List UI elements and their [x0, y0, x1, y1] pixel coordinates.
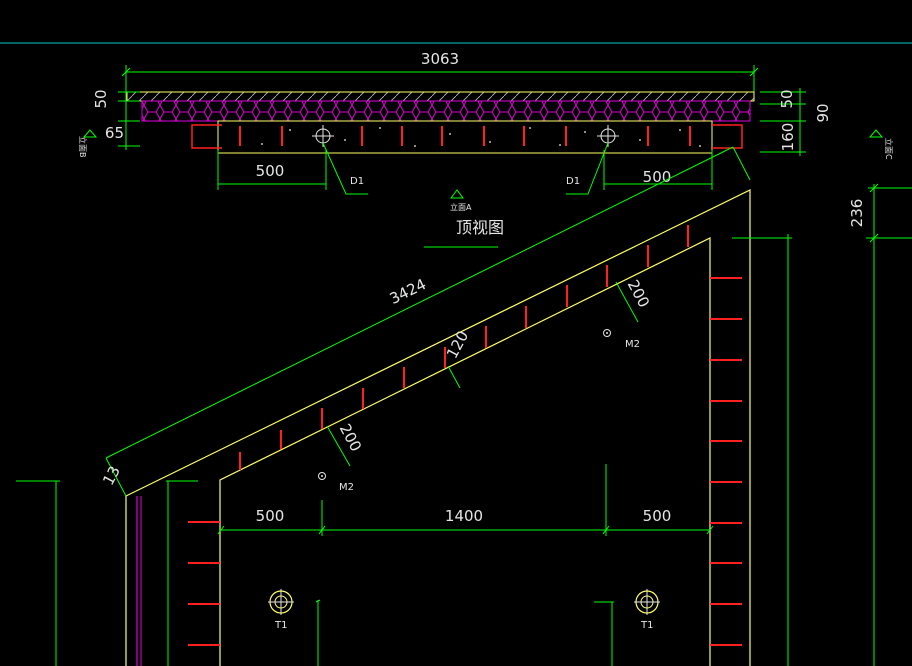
slope-rebar-ticks [239, 225, 689, 470]
left-thickness-dims [118, 90, 140, 150]
view-marker-icon [450, 189, 464, 199]
left-section-marker-icon [82, 129, 98, 138]
left-rebar-bracket [191, 124, 222, 149]
t1-right-label: T1 [640, 620, 653, 631]
section-offset-dims [217, 150, 713, 190]
t1-marker-left [268, 589, 294, 615]
m2-lower-label: M2 [339, 482, 354, 493]
plan-inner-outline [219, 237, 711, 666]
slope-length-label: 3424 [387, 275, 429, 308]
t1-left-label: T1 [274, 620, 287, 631]
plan-bottom-dims [217, 464, 714, 536]
drawing-title: 顶视图 [456, 218, 504, 237]
section-left-offset: 500 [256, 162, 285, 180]
bottom-middle-dim: 1400 [445, 507, 483, 525]
d1-left-label: D1 [350, 176, 364, 187]
right-wall-rebar-ticks [710, 277, 742, 646]
t1-marker-right [634, 589, 660, 615]
right-thickness-dims [760, 88, 806, 156]
overall-width-label: 3063 [421, 50, 459, 68]
anchor-d1-left [312, 125, 368, 195]
right-rebar-bracket [712, 124, 743, 149]
view-marker-label: 立面A [450, 202, 472, 212]
d1-right-label: D1 [566, 176, 580, 187]
plan-view: 3424 13 200 120 200 [16, 146, 912, 666]
left-wall-rebar-ticks [188, 521, 220, 646]
vertical-side-dim: 236 [848, 199, 866, 228]
extension-lines [16, 183, 912, 666]
right-section-marker-label: 立面C [884, 138, 894, 160]
insulation-band [141, 100, 751, 122]
concrete-base [217, 120, 713, 154]
left-top-thickness: 50 [92, 89, 110, 108]
section-view: 3063 D1 [78, 50, 894, 248]
right-section-marker-icon [868, 129, 884, 138]
bottom-left-dim: 500 [256, 507, 285, 525]
slope-dim-line [105, 146, 734, 459]
left-lower-thickness: 65 [105, 124, 124, 142]
anchor-d1-right [566, 125, 619, 195]
rib-spacing-dims [326, 281, 639, 467]
plan-outer-outline [125, 189, 751, 666]
section-rebar-ticks [239, 126, 691, 146]
rib-spacing-3: 200 [624, 277, 653, 311]
m2-upper-label: M2 [625, 339, 640, 350]
right-top-thickness: 50 [778, 89, 796, 108]
m2-marker-lower [318, 472, 326, 480]
right-lower-thickness: 160 [779, 123, 797, 152]
m2-marker-upper [603, 329, 611, 337]
interior-leaders [315, 599, 614, 666]
left-section-marker-label: 立面B [78, 136, 88, 158]
right-total-thickness: 90 [814, 103, 832, 122]
section-right-offset: 500 [643, 168, 672, 186]
slab-top-band [126, 91, 755, 102]
concrete-speckles [239, 127, 701, 147]
rib-spacing-2: 120 [443, 328, 472, 362]
bottom-right-dim: 500 [643, 507, 672, 525]
